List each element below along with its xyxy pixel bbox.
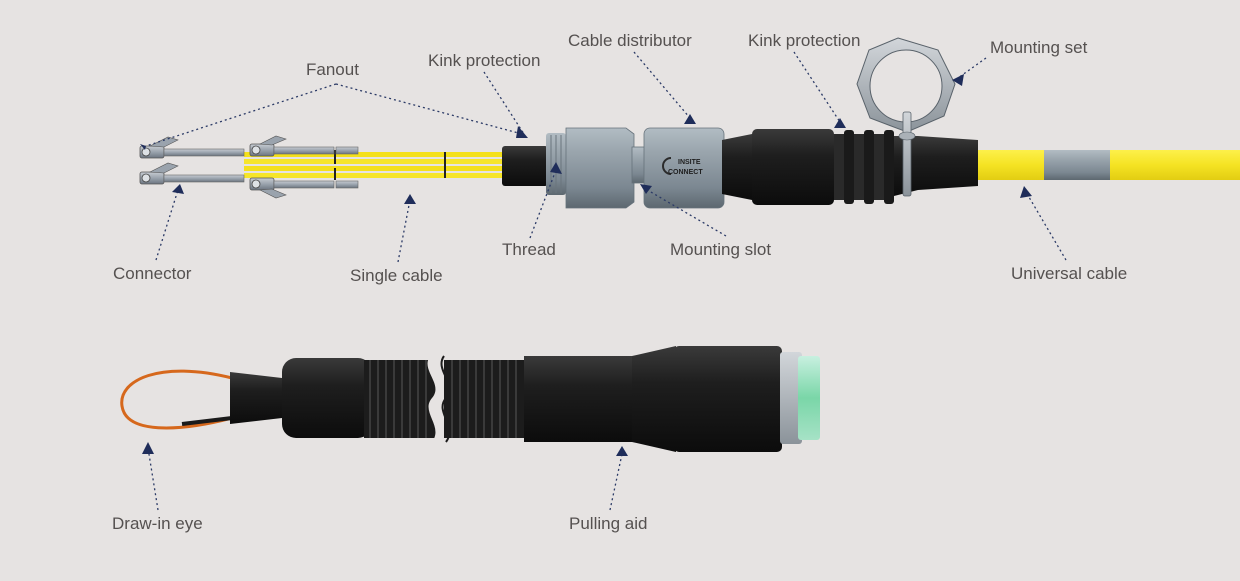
connector-4 xyxy=(249,177,359,199)
label-draw-in-eye: Draw-in eye xyxy=(112,514,203,533)
universal-cable-assembly: INSITE CONNECT xyxy=(139,37,1240,209)
connector-1 xyxy=(139,136,245,159)
pulling-sleeve xyxy=(524,346,820,452)
single-cables xyxy=(244,150,506,180)
label-kink-protection-right: Kink protection xyxy=(748,31,861,50)
connector-3 xyxy=(249,135,359,157)
pulling-aid-assembly xyxy=(120,346,820,452)
label-universal-cable: Universal cable xyxy=(1011,264,1128,283)
connector-2 xyxy=(139,162,245,185)
cable-distributor-part: INSITE CONNECT xyxy=(565,127,725,209)
mounting-set-part xyxy=(856,37,956,197)
pulling-head-tip xyxy=(230,372,282,424)
label-mounting-slot: Mounting slot xyxy=(670,240,772,259)
kink-protection-right-part xyxy=(722,129,978,205)
label-cable-distributor: Cable distributor xyxy=(568,31,692,50)
arrow-heads xyxy=(140,74,1032,456)
label-mounting-set: Mounting set xyxy=(990,38,1088,57)
label-pulling-aid: Pulling aid xyxy=(569,514,648,533)
product-mark-line-1: INSITE xyxy=(678,159,701,166)
corrugated-section xyxy=(364,355,526,443)
leader-lines xyxy=(145,51,1067,511)
pulling-head-body xyxy=(282,358,372,438)
product-mark-line-2: CONNECT xyxy=(668,169,703,176)
draw-in-eye-wire xyxy=(120,369,233,430)
universal-cable-sleeve xyxy=(1044,150,1110,180)
kink-protection-left-part xyxy=(502,146,548,186)
label-thread: Thread xyxy=(502,240,556,259)
label-fanout: Fanout xyxy=(306,60,359,79)
label-connector: Connector xyxy=(113,264,192,283)
connector-group xyxy=(139,135,359,199)
label-kink-protection-left: Kink protection xyxy=(428,51,541,70)
label-single-cable: Single cable xyxy=(350,266,443,285)
